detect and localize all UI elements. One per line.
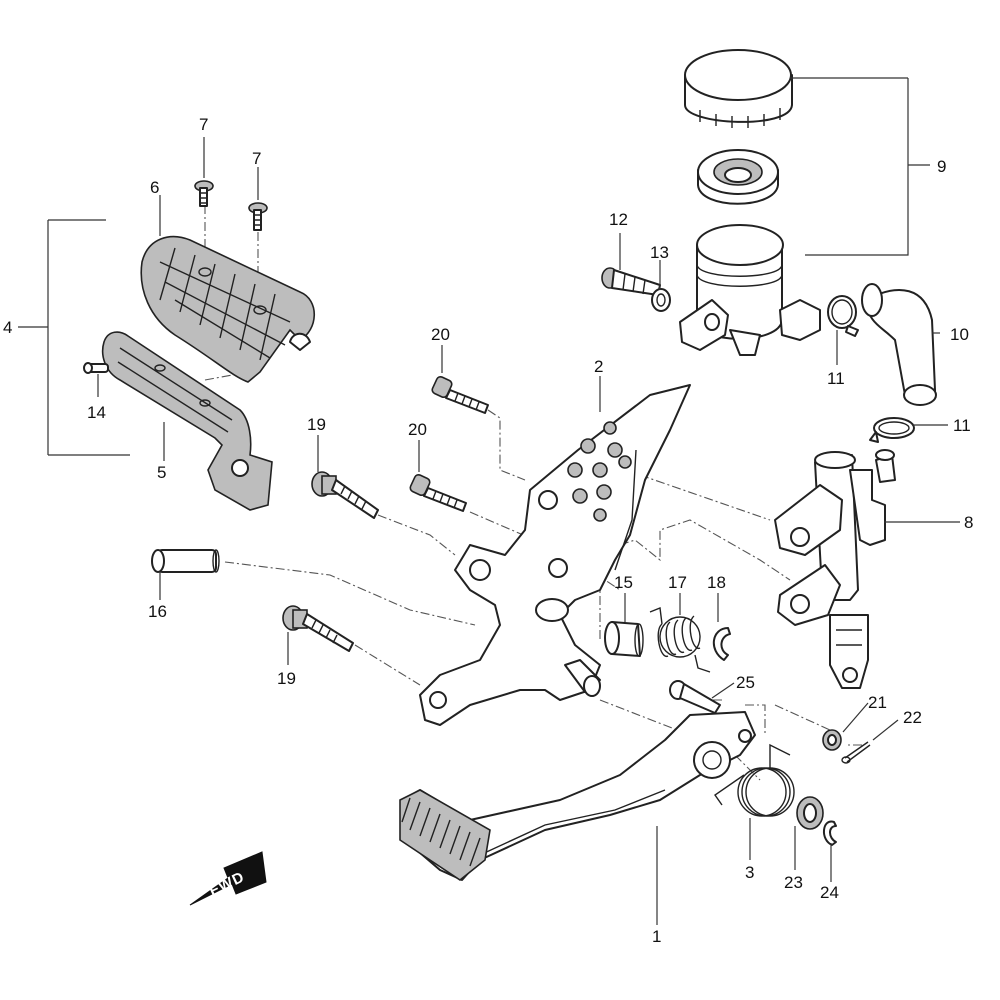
pin-14: [83, 362, 109, 374]
pin-16: [151, 549, 220, 573]
reservoir-diaphragm: [697, 149, 779, 205]
hose-clamp-11b: [869, 417, 915, 443]
circlip-18: [713, 627, 731, 661]
bolt-12: [601, 267, 661, 296]
callouts: 1 2 3 4 5 6 7 7 8 9 10 11 11 12 13 14 15…: [3, 115, 973, 946]
circlip-24: [823, 820, 837, 846]
return-spring-3: [714, 743, 795, 817]
washer-21: [822, 729, 842, 751]
callout-3: 3: [745, 863, 754, 882]
bolt-20a: [431, 375, 489, 414]
callout-15: 15: [614, 573, 633, 592]
bolt-20b: [409, 473, 467, 512]
callout-4: 4: [3, 318, 12, 337]
cotter-pin-22: [841, 741, 871, 764]
pedal-lever: [399, 711, 756, 881]
callout-11b: 11: [953, 416, 971, 435]
screw-7a: [194, 180, 214, 207]
footpeg-body: [101, 331, 273, 511]
bushing-15: [604, 621, 644, 657]
callout-19b: 19: [277, 669, 296, 688]
bracket-heel-guard: [419, 384, 691, 726]
callout-5: 5: [157, 463, 166, 482]
bolt-19b: [282, 605, 354, 652]
callout-14: 14: [87, 403, 106, 422]
callout-20b: 20: [408, 420, 427, 439]
reservoir-body: [679, 224, 821, 356]
callout-22: 22: [903, 708, 922, 727]
callout-9: 9: [937, 157, 946, 176]
callout-24: 24: [820, 883, 839, 902]
footpeg-rubber: [140, 235, 315, 383]
callout-7b: 7: [252, 149, 261, 168]
callout-2: 2: [594, 357, 603, 376]
screw-7b: [248, 202, 268, 231]
callout-13: 13: [650, 243, 669, 262]
callout-18: 18: [707, 573, 726, 592]
callout-7a: 7: [199, 115, 208, 134]
callout-25: 25: [736, 673, 755, 692]
callout-12: 12: [609, 210, 628, 229]
reservoir-cap: [684, 49, 793, 128]
callout-11a: 11: [827, 369, 845, 388]
callout-19a: 19: [307, 415, 326, 434]
callout-23: 23: [784, 873, 803, 892]
master-cylinder: [774, 449, 896, 689]
leader-lines: [18, 77, 960, 925]
callout-6: 6: [150, 178, 159, 197]
callout-10: 10: [950, 325, 969, 344]
callout-21: 21: [868, 693, 887, 712]
washer-23: [796, 796, 824, 830]
callout-16: 16: [148, 602, 167, 621]
bolt-19a: [311, 471, 379, 519]
callout-8: 8: [964, 513, 973, 532]
spring-17: [649, 607, 711, 673]
hose-10: [861, 283, 937, 406]
callout-17: 17: [668, 573, 687, 592]
callout-20a: 20: [431, 325, 450, 344]
fwd-arrow: FWD: [189, 851, 267, 906]
hose-clamp-11a: [827, 295, 859, 337]
washer-13: [651, 288, 671, 312]
callout-1: 1: [652, 927, 661, 946]
